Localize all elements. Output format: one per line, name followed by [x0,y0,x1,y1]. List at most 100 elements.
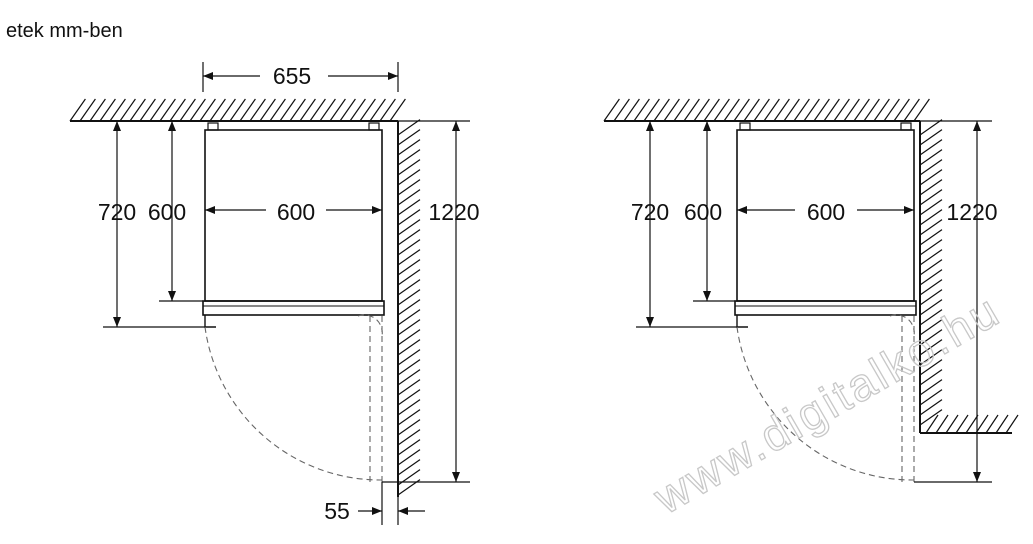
hatch-line [603,98,620,122]
hatch-line [873,98,890,122]
hatch-line [623,98,640,122]
hatch-line [397,239,421,256]
hatch-line [919,149,943,166]
hatch-line [919,349,943,366]
hatch-line [919,369,943,386]
hatch-line [397,169,421,186]
right-width-label: 600 [807,199,845,225]
hatch-line [919,299,943,316]
hatch-line [919,409,943,426]
hatch-line [339,98,356,122]
hatch-line [397,389,421,406]
hatch-line [919,179,943,196]
left-side-wall [397,119,421,497]
hatch-line [663,98,680,122]
hatch-line [159,98,176,122]
hatch-line [919,329,943,346]
hatch-line [389,98,406,122]
hatch-line [919,339,943,356]
hatch-line [843,98,860,122]
hatch-line [69,98,86,122]
hatch-line [803,98,820,122]
hatch-line [379,98,396,122]
hatch-line [919,399,943,416]
hatch-line [169,98,186,122]
hatch-line [249,98,266,122]
hatch-line [919,359,943,376]
hatch-line [793,98,810,122]
right-height-inner-label: 600 [684,199,722,225]
hatch-line [397,119,421,136]
hatch-line [89,98,106,122]
hatch-line [397,249,421,266]
left-height-inner-label: 600 [148,199,186,225]
hatch-line [919,319,943,336]
left-width-label: 600 [277,199,315,225]
hatch-line [99,98,116,122]
hatch-line [397,179,421,196]
hatch-line [919,219,943,236]
hatch-line [279,98,296,122]
hatch-line [397,459,421,476]
hatch-line [397,469,421,486]
hatch-line [359,98,376,122]
hatch-line [919,239,943,256]
hatch-line [713,98,730,122]
hatch-line [109,98,126,122]
hatch-line [683,98,700,122]
left-door-swing-label: 1220 [428,199,479,225]
hatch-line [975,414,989,434]
hatch-line [189,98,206,122]
left-depth-label: 655 [273,63,311,89]
hatch-line [893,98,910,122]
hatch-line [397,449,421,466]
left-top-wall [69,98,406,122]
hatch-line [397,299,421,316]
hatch-line [919,279,943,296]
hatch-line [129,98,146,122]
hatch-line [763,98,780,122]
hatch-line [733,98,750,122]
hatch-line [397,259,421,276]
hatch-line [995,414,1009,434]
hatch-line [209,98,226,122]
hatch-line [633,98,650,122]
hatch-line [119,98,136,122]
hatch-line [693,98,710,122]
hatch-line [319,98,336,122]
left-appliance [202,122,385,328]
hatch-line [289,98,306,122]
hatch-line [79,98,96,122]
hatch-line [919,389,943,406]
hatch-line [397,309,421,326]
hatch-line [239,98,256,122]
hatch-line [329,98,346,122]
hatch-line [653,98,670,122]
hatch-line [863,98,880,122]
hatch-line [883,98,900,122]
hatch-line [229,98,246,122]
hatch-line [397,129,421,146]
hatch-line [219,98,236,122]
hatch-line [913,98,930,122]
hatch-line [673,98,690,122]
hatch-line [1005,414,1019,434]
hatch-line [397,369,421,386]
hatch-line [397,399,421,416]
hatch-line [919,199,943,216]
hatch-line [919,269,943,286]
hatch-line [753,98,770,122]
hatch-line [985,414,999,434]
hatch-line [783,98,800,122]
hatch-line [919,379,943,396]
hatch-line [397,339,421,356]
hatch-line [149,98,166,122]
hatch-line [259,98,276,122]
hatch-line [613,98,630,122]
hatch-line [643,98,660,122]
hatch-line [919,169,943,186]
hatch-line [919,189,943,206]
hatch-line [919,249,943,266]
hatch-line [397,439,421,456]
